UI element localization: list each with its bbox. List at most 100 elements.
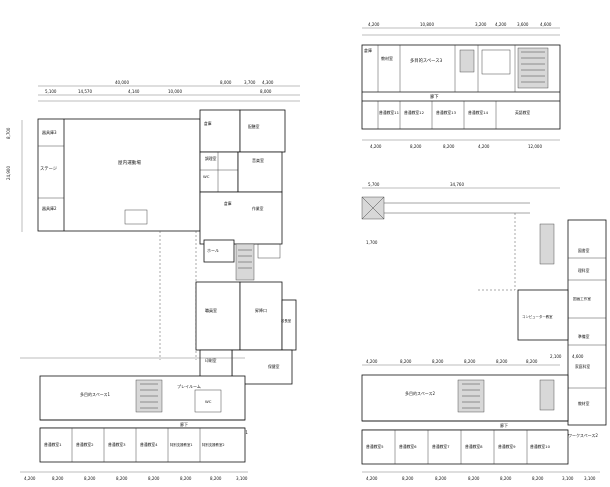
dim-label: 3,100 (562, 476, 574, 481)
second-floor-plan: 5,700 34,760 1,700 図書室 理科室 図画工作室 準備室 家庭科… (361, 182, 607, 481)
room-label: 普通教室3 (108, 442, 126, 447)
dim-label: 8,200 (500, 476, 512, 481)
dim-label: 1,700 (366, 240, 378, 245)
dim-label: 10,000 (168, 89, 182, 94)
dim-label: 4,600 (540, 22, 552, 27)
room-label: 普通教室8 (465, 444, 483, 449)
room-label: 普通教室12 (404, 110, 425, 115)
room-label: 倉庫 (224, 201, 232, 206)
room-label: 教材室 (578, 401, 590, 406)
dim-label: 4,200 (368, 22, 380, 27)
room-label: 普通教室1 (44, 442, 62, 447)
room-label: 普通教室5 (366, 444, 384, 449)
room-label: 器具庫3 (42, 129, 57, 135)
dim-label: 4,200 (478, 144, 490, 149)
dim-label: 4,300 (262, 80, 274, 85)
dim-label: 12,000 (528, 144, 542, 149)
room-label: ワークスペース2 (568, 432, 598, 438)
dim-label: 4,200 (370, 144, 382, 149)
dim-label: 8,200 (210, 476, 222, 481)
room-label: 多目的スペース3 (410, 57, 443, 64)
dim-label: 14,570 (78, 89, 92, 94)
dim-label: 8,200 (526, 359, 538, 364)
dim-label: 8,200 (116, 476, 128, 481)
dim-label: 3,200 (475, 22, 487, 27)
room-label: 教材室 (381, 55, 393, 61)
room-label: プレイルーム (177, 383, 201, 389)
dim-label: 8,200 (410, 144, 422, 149)
dim-label: 10,800 (420, 22, 434, 27)
room-label: 多目的スペース1 (80, 391, 111, 397)
room-label: コンピューター教室 (522, 314, 553, 319)
room-label: 特別支援教室2 (202, 442, 225, 447)
dim-label: 8,700 (6, 127, 11, 139)
first-floor-plan: 40,000 8,000 3,700 4,300 5,100 14,570 4,… (6, 80, 300, 481)
dim-label: 4,140 (128, 89, 140, 94)
dim-label: 8,200 (432, 359, 444, 364)
dim-label: 8,200 (496, 359, 508, 364)
dim-label: 8,200 (400, 359, 412, 364)
room-label: 多目的スペース2 (405, 390, 436, 396)
dim-label: 8,200 (443, 144, 455, 149)
room-label: WC (203, 174, 210, 179)
room-label: 器具庫2 (42, 205, 57, 211)
room-label: 印刷室 (205, 358, 217, 363)
dim-label: 34,760 (450, 182, 464, 187)
dim-label: 5,700 (368, 182, 380, 187)
third-floor-plan: 4,200 10,800 3,200 4,200 3,600 4,600 倉庫 … (361, 22, 561, 149)
dim-label: 40,000 (115, 80, 129, 85)
dim-label: 8,200 (532, 476, 544, 481)
dim-label: 3,100 (236, 476, 248, 481)
dim-label: 8,200 (435, 476, 447, 481)
dim-label: 8,000 (220, 80, 232, 85)
dim-label: 8,200 (84, 476, 96, 481)
room-label: 保健室 (268, 364, 280, 369)
room-label: 校長室 (281, 318, 292, 323)
room-label: 普通教室2 (76, 442, 94, 447)
room-label: 音楽室 (252, 157, 264, 163)
dim-label: 24,900 (6, 166, 11, 180)
room-label: 作業室 (252, 206, 264, 211)
room-label: WC (205, 399, 212, 404)
dim-label: 8,200 (464, 359, 476, 364)
dim-label: 8,200 (52, 476, 64, 481)
room-label: 普通教室13 (436, 110, 457, 115)
room-label: 英語教室 (515, 110, 530, 115)
room-label: 準備室 (578, 334, 590, 339)
room-label: 昇降口 (255, 307, 267, 313)
room-label: 特別支援教室1 (170, 442, 193, 447)
dim-label: 4,200 (495, 22, 507, 27)
room-label: 配膳室 (248, 124, 260, 129)
dim-label: 3,700 (244, 80, 256, 85)
room-label: ステージ (40, 166, 58, 172)
dim-label: 8,200 (402, 476, 414, 481)
room-label: ホール (207, 248, 219, 253)
room-label: 倉庫 (364, 47, 372, 53)
room-label: 理科室 (578, 268, 590, 273)
dim-label: 4,200 (366, 359, 378, 364)
dim-label: 8,200 (468, 476, 480, 481)
dim-label: 8,200 (180, 476, 192, 481)
dim-label: 4,200 (24, 476, 36, 481)
dim-label: 8,000 (260, 89, 272, 94)
room-label: 廊下 (500, 422, 508, 428)
room-label: 普通教室6 (399, 444, 417, 449)
room-label: 普通教室9 (498, 444, 516, 449)
room-label: 屋内運動場 (118, 159, 141, 166)
dim-label: 3,600 (517, 22, 529, 27)
dim-label: 4,200 (366, 476, 378, 481)
room-label: 普通教室11 (379, 110, 400, 115)
room-label: 図書室 (578, 248, 590, 253)
room-label: 普通教室7 (432, 444, 450, 449)
dim-label: 8,200 (148, 476, 160, 481)
dim-label: 5,100 (45, 89, 57, 94)
dim-label: 2,100 (550, 354, 562, 359)
room-label: 調理室 (205, 156, 217, 161)
room-label: 廊下 (180, 421, 188, 427)
room-label: 職員室 (205, 307, 217, 313)
room-label: 普通教室4 (140, 442, 158, 447)
room-label: 家庭科室 (575, 364, 590, 369)
dim-label: 4,600 (572, 354, 584, 359)
dim-label: 3,100 (584, 476, 596, 481)
